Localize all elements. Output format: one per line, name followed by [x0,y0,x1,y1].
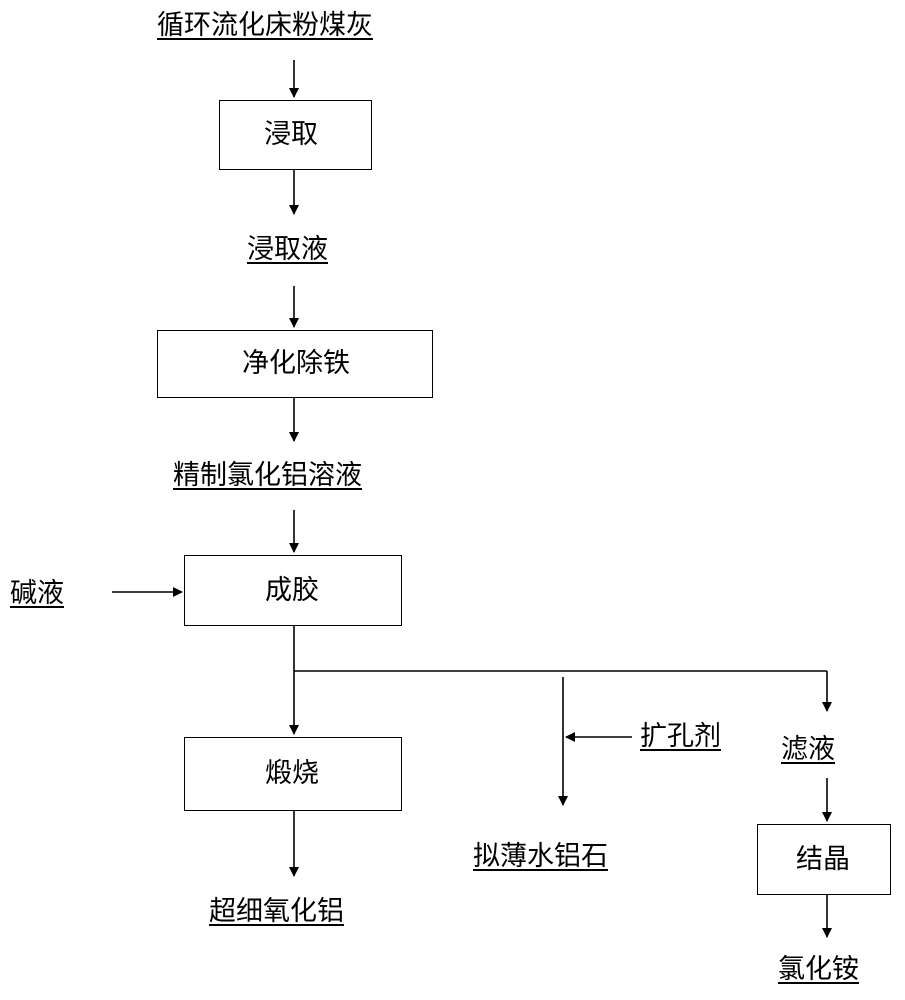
box-crystallize-label: 结晶 [796,844,850,876]
label-refined: 精制氯化铝溶液 [173,460,362,492]
label-leachate: 浸取液 [247,234,328,266]
box-gel-label: 成胶 [265,575,319,607]
box-purify-label: 净化除铁 [242,348,350,380]
label-boehmite: 拟薄水铝石 [473,841,608,873]
box-leach: 浸取 [219,100,372,170]
label-alkali: 碱液 [10,578,64,610]
box-crystallize: 结晶 [757,824,891,895]
label-pore-agent: 扩孔剂 [640,721,721,753]
label-filtrate: 滤液 [781,734,835,766]
label-ammonium: 氯化铵 [778,954,859,986]
label-source: 循环流化床粉煤灰 [157,10,373,42]
box-leach-label: 浸取 [264,119,318,151]
box-calcine: 煅烧 [184,737,402,811]
label-ultrafine: 超细氧化铝 [209,896,344,928]
box-calcine-label: 煅烧 [265,758,319,790]
box-gel: 成胶 [184,555,402,626]
box-purify: 净化除铁 [157,330,433,398]
